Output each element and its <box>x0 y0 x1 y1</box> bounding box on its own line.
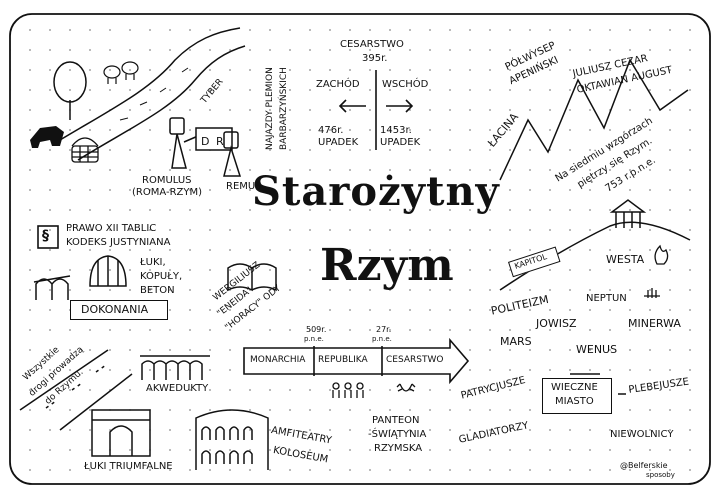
pantheon-line3: RZYMSKA <box>374 443 423 454</box>
invasion-line2: BARBARZYŃSKICH <box>279 67 289 150</box>
timeline-period-empire: CESARSTWO <box>386 355 444 365</box>
wolf-icon <box>30 126 64 148</box>
west-label: ZACHÓD <box>316 79 360 90</box>
minerwa-label: MINERWA <box>628 317 681 330</box>
remus-label: REMUS <box>226 181 262 192</box>
romulus-sub-label: (ROMA-RZYM) <box>132 187 203 198</box>
eternal-line1: WIECZNE <box>551 382 598 393</box>
mountains-drawing <box>499 58 689 181</box>
bridge-arch-icon <box>33 275 71 300</box>
timeline-marker-2-era: p.n.e. <box>372 335 392 343</box>
title-line2: Rzym <box>320 240 454 291</box>
svg-text:D: D <box>201 135 209 148</box>
romulus-label: ROMULUS <box>142 175 192 186</box>
timeline-marker-1-year: 509r. <box>306 325 327 334</box>
empire-split-drawing <box>338 70 414 150</box>
triumphal-arch-icon <box>91 409 151 457</box>
tree-icon <box>53 61 87 120</box>
consul-figures-icon <box>332 382 364 398</box>
timeline-marker-2-year: 27r. <box>376 325 392 334</box>
invasion-line1: NAJAZDY PLEMION <box>265 67 275 150</box>
wenus-label: WENUS <box>576 343 618 356</box>
east-year: 1453r. <box>380 125 412 136</box>
aqueducts-label: AKWEDUKTY <box>146 383 209 394</box>
west-fall: UPADEK <box>318 137 359 148</box>
timeline-period-republic: REPUBLIKA <box>318 355 368 365</box>
aqueduct-icon <box>140 355 210 380</box>
east-fall: UPADEK <box>380 137 421 148</box>
empire-heading: CESARSTWO <box>340 39 404 50</box>
achievements-label: DOKONANIA <box>81 303 149 316</box>
road-drawing <box>19 349 133 431</box>
timeline-period-monarchy: MONARCHIA <box>250 355 306 365</box>
book-icon <box>227 263 277 292</box>
river-drawing <box>59 27 246 161</box>
romulus-remus-figures: D R <box>169 117 242 177</box>
basket-icon <box>71 137 99 163</box>
dome-icon <box>89 255 127 287</box>
mars-label: MARS <box>500 335 532 348</box>
timeline-arrow <box>243 337 470 385</box>
westa-label: WESTA <box>606 253 645 266</box>
law-line1: PRAWO XII TABLIC <box>66 223 157 234</box>
arches-line1: ŁUKI, <box>140 257 166 268</box>
sheep-icon <box>103 61 139 84</box>
slaves-label: NIEWOLNICY <box>610 429 674 440</box>
empire-year: 395r. <box>362 53 388 64</box>
pantheon-line1: PANTEON <box>372 415 420 426</box>
credit-line2: sposoby <box>646 471 675 479</box>
trident-icon <box>644 288 660 298</box>
pantheon-line2: -ŚWIĄTYNIA <box>368 429 427 440</box>
law-line2: KODEKS JUSTYNIANA <box>66 237 171 248</box>
paragraph-box <box>37 225 59 249</box>
achievements-box: DOKONANIA <box>70 300 168 320</box>
svg-text:R: R <box>216 135 224 148</box>
west-year: 476r. <box>318 125 344 136</box>
laurel-wreath-icon <box>396 383 416 392</box>
eternal-line2: MIASTO <box>555 396 594 407</box>
triumph-label: ŁUKI TRIUMFALNE <box>84 461 173 472</box>
east-label: WSCHÓD <box>382 79 429 90</box>
paragraph-icon: § <box>42 228 49 244</box>
eternal-city-box: WIECZNE MIASTO <box>542 378 612 414</box>
arches-line2: KOPUŁY, <box>140 271 183 282</box>
title-line1: Starożytny <box>252 168 500 215</box>
arches-line3: BETON <box>140 285 175 296</box>
timeline-marker-1-era: p.n.e. <box>304 335 324 343</box>
flame-icon <box>654 244 669 265</box>
colosseum-icon <box>195 409 269 470</box>
credit-line1: @Belferskie <box>620 461 668 470</box>
neptun-label: NEPTUN <box>586 293 627 304</box>
jowisz-label: JOWISZ <box>536 317 577 330</box>
